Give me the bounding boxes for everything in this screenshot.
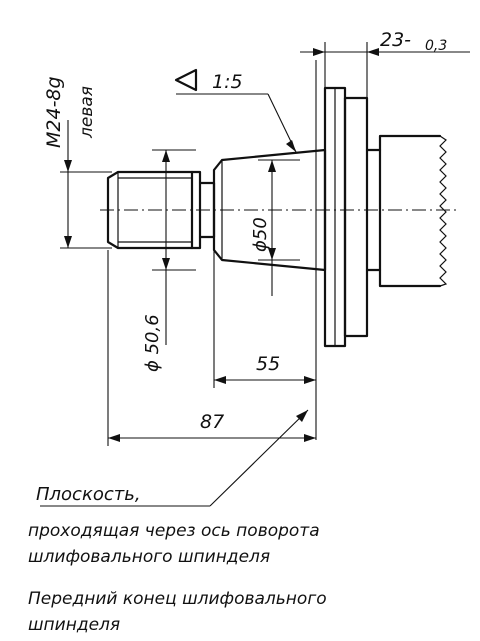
taper-label: 1:5 xyxy=(212,71,243,93)
diameter-body-dimension xyxy=(152,149,196,345)
length-87-dimension xyxy=(107,250,316,446)
note-plane-line2: проходящая через ось поворота xyxy=(28,521,320,541)
thread-note-label: левая xyxy=(77,86,97,139)
top-dimension-tolerance: 0,3 xyxy=(425,38,447,54)
length-87-label: 87 xyxy=(200,411,224,433)
note-spindle-line1: Передний конец шлифовального xyxy=(28,589,327,609)
diameter-body-label: ϕ 50,6 xyxy=(142,314,163,372)
taper-callout xyxy=(174,68,297,153)
flange xyxy=(323,86,369,348)
note-spindle-line2: шпинделя xyxy=(28,615,120,635)
note-plane-line3: шлифовального шпинделя xyxy=(28,547,270,567)
top-dimension-label: 23- xyxy=(380,29,411,51)
threaded-end xyxy=(106,170,202,250)
length-55-label: 55 xyxy=(256,353,280,375)
diameter-cone-dimension xyxy=(258,159,300,296)
length-55-dimension xyxy=(213,250,316,388)
plane-leader xyxy=(40,409,309,507)
thread-dimension xyxy=(60,120,112,249)
thread-label: M24-8g xyxy=(43,76,65,148)
spindle-body xyxy=(365,134,448,288)
diameter-cone-label: ϕ50 xyxy=(250,217,271,252)
top-dimension xyxy=(300,42,470,98)
note-plane: Плоскость, xyxy=(36,484,141,505)
